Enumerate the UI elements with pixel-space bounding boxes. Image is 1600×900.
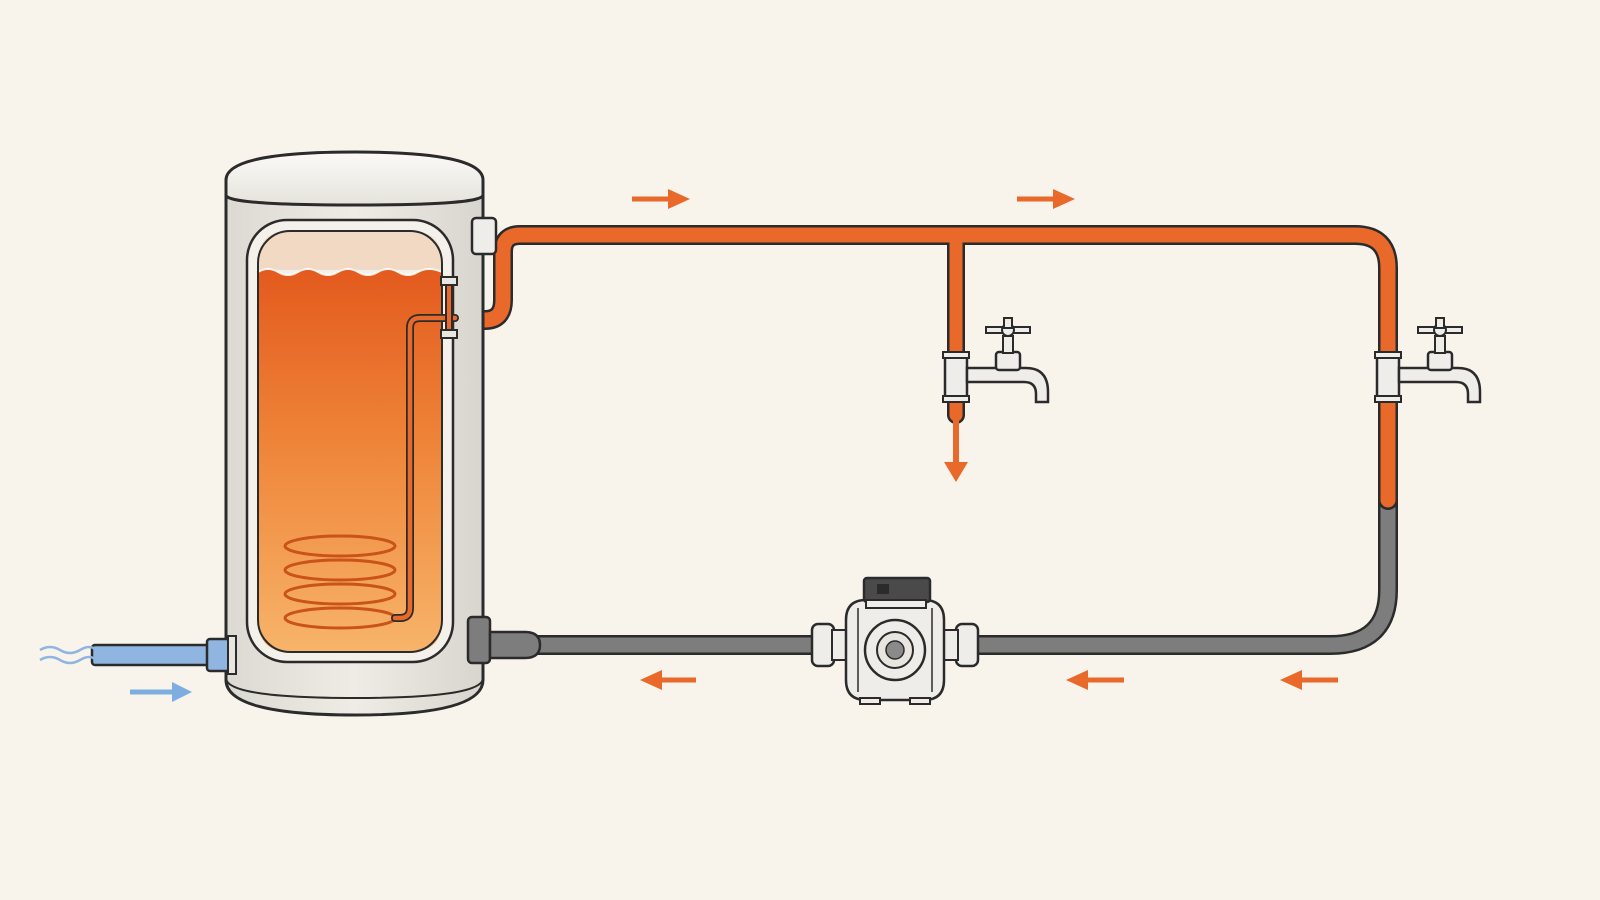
supply-pipe <box>445 225 1398 510</box>
tank-outlet-fitting <box>470 216 498 256</box>
return-pipe <box>520 490 1398 655</box>
faucet-icon <box>942 317 1050 404</box>
flow-arrow-right-icon <box>632 189 690 209</box>
cold-flow-arrow-icon <box>130 682 192 702</box>
flow-arrow-left-icon <box>640 670 696 690</box>
flow-arrow-left-icon <box>1066 670 1124 690</box>
storage-tank <box>224 150 485 717</box>
tank-return-fitting <box>466 615 542 665</box>
faucet-icon <box>1374 317 1482 404</box>
pump-icon <box>810 576 980 705</box>
cold-inlet-fitting <box>205 635 237 675</box>
flow-arrow-left-icon <box>1280 670 1338 690</box>
hot-water <box>258 269 442 652</box>
flow-arrow-right-icon <box>1017 189 1075 209</box>
coil-icon <box>283 314 459 630</box>
flow-arrow-down-icon <box>944 410 968 482</box>
valve-icon <box>440 276 458 339</box>
